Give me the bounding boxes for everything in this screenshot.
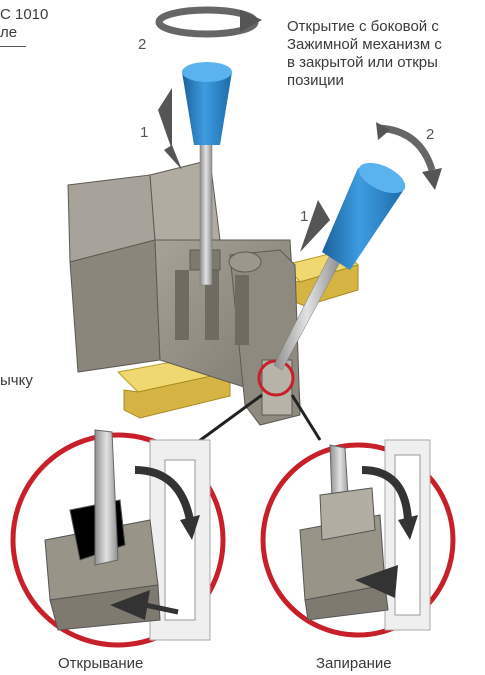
zoom-line-right xyxy=(290,394,322,441)
top-right-description: Открытие с боковой с Зажимной механизм с… xyxy=(287,18,442,90)
push-arrow-left xyxy=(158,88,182,170)
step-number-push-left: 1 xyxy=(140,124,149,141)
step-number-rotate-top: 2 xyxy=(138,36,147,53)
step-number-rotate-right: 2 xyxy=(426,126,435,143)
top-left-label-line2: ле xyxy=(0,24,18,41)
caption-opening: Открывание xyxy=(58,655,144,672)
detail-circle-locking xyxy=(260,439,456,638)
top-right-line-4: позиции xyxy=(287,72,344,89)
push-arrow-right xyxy=(300,200,330,252)
top-left-divider xyxy=(0,46,26,47)
terminal-block xyxy=(67,159,301,426)
rotation-arrow-right xyxy=(376,122,442,190)
caption-locking: Запирание xyxy=(316,655,392,672)
middle-left-label: ычку xyxy=(0,372,33,389)
rotation-arrow-top xyxy=(155,6,262,38)
top-right-line-3: в закрытой или откры xyxy=(287,54,438,71)
top-left-label-line1: С 1010 xyxy=(0,6,49,23)
step-number-push-right: 1 xyxy=(300,208,309,225)
top-right-line-2: Зажимной механизм с xyxy=(287,36,442,53)
screwdriver-right xyxy=(273,162,406,371)
screwdriver-top xyxy=(182,62,232,286)
top-right-line-1: Открытие с боковой с xyxy=(287,18,439,35)
detail-circle-opening xyxy=(10,429,226,648)
